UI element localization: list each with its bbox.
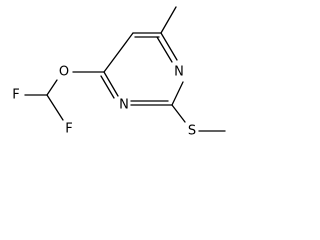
nitrogen-atom-label-bottom: N (119, 98, 129, 113)
sulfur-atom-label: S (188, 124, 196, 139)
bond-c6-methyl (160, 6, 177, 34)
bond-o-cf2 (46, 79, 58, 96)
bond-c6-n1-single (160, 32, 178, 61)
bond-n3-c4-single (103, 71, 119, 97)
molecule-structure: O F F N N S (12, 6, 226, 139)
bond-n1-c2 (171, 81, 184, 106)
bond-n3-c4-double (100, 75, 115, 99)
bond-c4-c5 (103, 32, 134, 73)
bond-c6-n1-double (156, 36, 173, 63)
bond-cf2-f-bottom (46, 94, 64, 121)
nitrogen-atom-label-top: N (174, 65, 184, 80)
fluorine-atom-label-top: F (12, 88, 19, 103)
bond-c2-s (171, 104, 186, 123)
oxygen-atom-label: O (59, 65, 69, 80)
fluorine-atom-label-bottom: F (65, 122, 72, 137)
